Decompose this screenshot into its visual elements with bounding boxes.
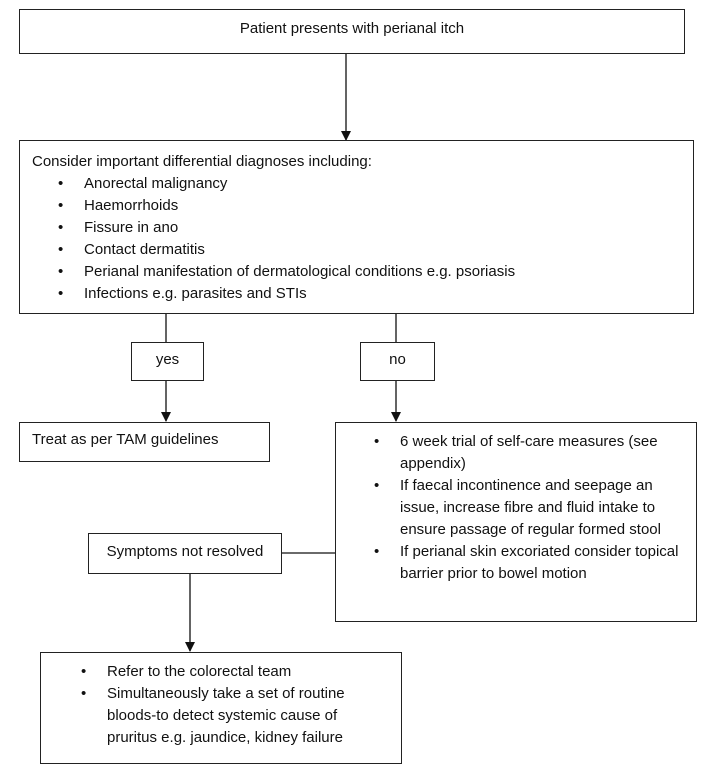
differential-heading: Consider important differential diagnose… <box>32 153 372 170</box>
self-care-list: 6 week trial of self-care measures (see … <box>336 431 686 585</box>
not-resolved-text: Symptoms not resolved <box>106 543 264 560</box>
no-label: no <box>389 351 406 368</box>
start-text: Patient presents with perianal itch <box>239 20 465 37</box>
treat-box: Treat as per TAM guidelines <box>19 422 270 462</box>
yes-label: yes <box>155 351 180 368</box>
list-item: Fissure in ano <box>58 217 685 239</box>
list-item: Refer to the colorectal team <box>81 661 391 683</box>
list-item: Perianal manifestation of dermatological… <box>58 261 685 283</box>
differential-box: Consider important differential diagnose… <box>19 140 694 314</box>
list-item: Infections e.g. parasites and STIs <box>58 283 685 305</box>
list-item: Haemorrhoids <box>58 195 685 217</box>
start-box: Patient presents with perianal itch <box>19 9 685 54</box>
refer-list: Refer to the colorectal team Simultaneou… <box>41 661 391 749</box>
refer-box: Refer to the colorectal team Simultaneou… <box>40 652 402 764</box>
list-item: Anorectal malignancy <box>58 173 685 195</box>
list-item: Simultaneously take a set of routine blo… <box>81 683 391 749</box>
list-item: If faecal incontinence and seepage an is… <box>374 475 686 541</box>
no-box: no <box>360 342 435 381</box>
not-resolved-box: Symptoms not resolved <box>88 533 282 574</box>
self-care-box: 6 week trial of self-care measures (see … <box>335 422 697 622</box>
yes-box: yes <box>131 342 204 381</box>
list-item: If perianal skin excoriated consider top… <box>374 541 686 585</box>
list-item: Contact dermatitis <box>58 239 685 261</box>
list-item: 6 week trial of self-care measures (see … <box>374 431 686 475</box>
treat-text: Treat as per TAM guidelines <box>32 431 219 448</box>
differential-list: Anorectal malignancy Haemorrhoids Fissur… <box>32 173 685 305</box>
